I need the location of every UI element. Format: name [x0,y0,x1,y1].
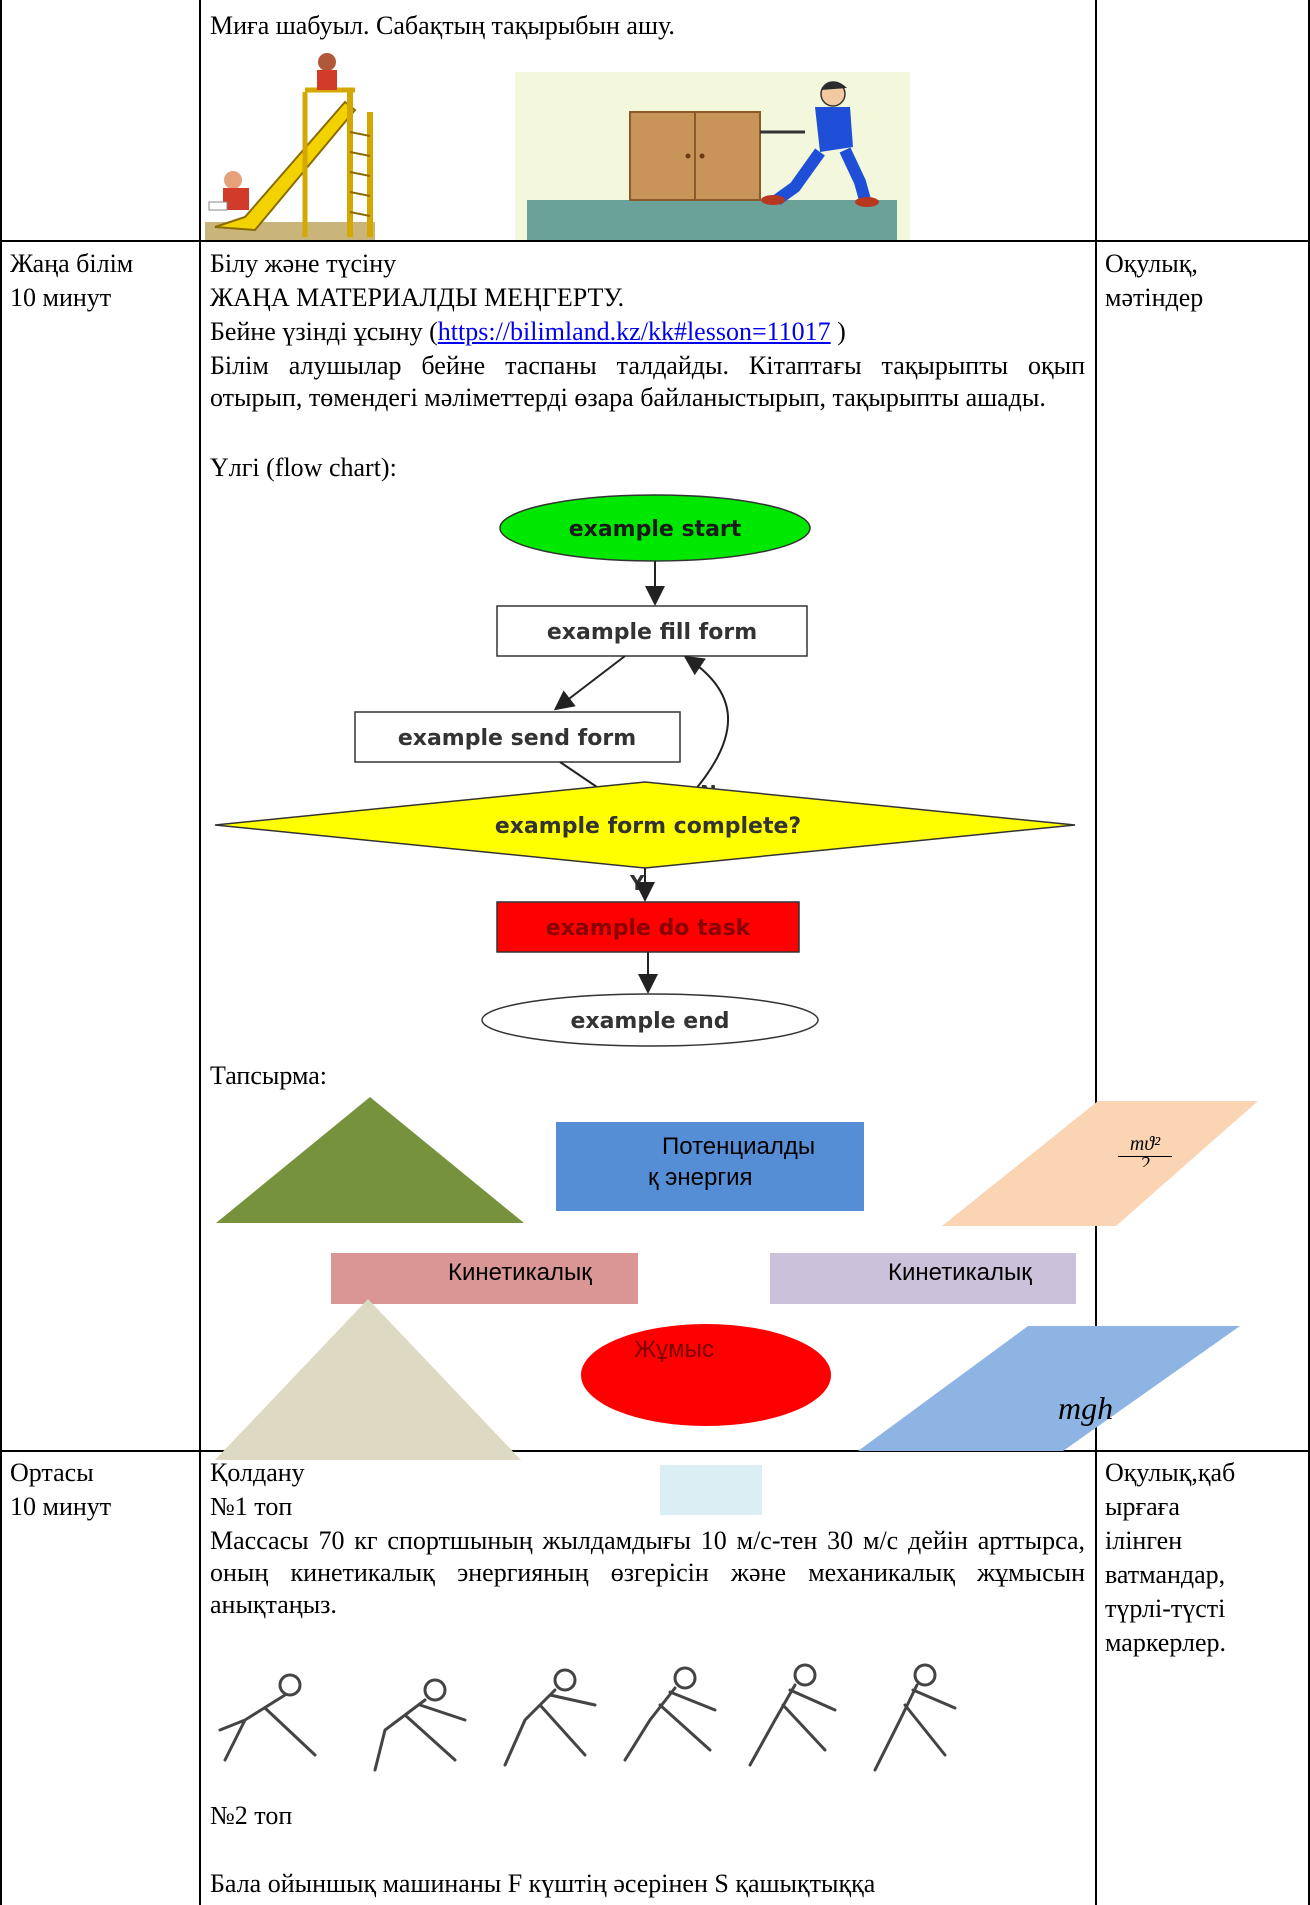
heading-know-understand: Білу және түсіну [210,249,397,278]
resources-mid-4: ватмандар, [1105,1560,1226,1589]
video-link[interactable]: https://bilimland.kz/kk#lesson=11017 [437,317,831,346]
potential-energy-box [556,1122,864,1211]
resources-new-line2: мәтіндер [1105,283,1204,312]
table-divider-2 [1095,0,1097,1905]
flow-decision-text: example form complete? [495,814,801,839]
flow-chart: example start example fill form example … [214,494,1076,1047]
table-border-left [0,0,2,1905]
brainstorm-title: Миға шабуыл. Сабақтың тақырыбын ашу. [210,11,675,40]
kinetic-box-pink [331,1253,638,1304]
video-prefix: Бейне үзінді ұсыну ( [210,317,438,346]
resources-mid-6: маркерлер. [1105,1628,1227,1657]
formula-mgh: mgh [1058,1390,1114,1426]
small-light-box [660,1465,762,1515]
flow-end-text: example end [570,1009,729,1034]
heading-apply: Қолдану [210,1458,305,1487]
group2-problem: Бала ойыншық машинаны F күштің әсерінен … [210,1869,876,1898]
stage-middle-duration: 10 минут [10,1492,112,1521]
group1-problem: Массасы 70 кг спортшының жылдамдығы 10 м… [210,1526,1085,1619]
task-label: Тапсырма: [210,1061,327,1090]
potential-label-2: қ энергия [648,1164,753,1191]
push-cabinet-illustration [515,72,910,240]
formula-fraction: mϑ² 2 [1118,1132,1172,1167]
video-line: Бейне үзінді ұсыну (https://bilimland.kz… [210,316,846,348]
runners-illustration [218,1663,957,1772]
kinetic-box-lilac [770,1253,1076,1304]
table-border-right [1308,0,1310,1905]
flow-send-node [354,711,681,763]
stage-new-knowledge: Жаңа білім [10,249,134,278]
peach-parallelogram [942,1101,1258,1226]
flow-start-text: example start [569,517,742,542]
group1-label: №1 топ [210,1492,293,1521]
blue-parallelogram [858,1326,1240,1451]
row-divider-1 [0,240,1310,242]
flow-decision-node [214,781,1076,869]
kinetic-label-a: Кинетикалық [448,1259,592,1286]
formula-numerator: mϑ² [1118,1132,1172,1157]
group2-label: №2 топ [210,1801,293,1830]
flow-fill-text: example fill form [547,620,757,645]
intro-paragraph: Білім алушылар бейне таспаны талдайды. К… [210,351,1085,412]
flow-send-text: example send form [398,726,636,751]
heading-new-material: ЖАҢА МАТЕРИАЛДЫ МЕҢГЕРТУ. [210,283,625,312]
formula-denominator: 2 [1118,1157,1172,1167]
work-label: Жұмыс [634,1336,714,1363]
green-triangle [216,1097,524,1223]
flow-task-node [496,901,800,953]
slide-illustration [205,53,375,240]
resources-mid-2: ырғаға [1105,1492,1180,1521]
kinetic-label-b: Кинетикалық [888,1259,1032,1286]
video-suffix: ) [830,317,846,346]
row-divider-2 [0,1450,1310,1452]
sample-label: Үлгі (flow chart): [210,453,397,482]
resources-new-line1: Оқулық, [1105,249,1198,278]
beige-triangle [215,1299,521,1460]
resources-mid-3: ілінген [1105,1526,1183,1555]
stage-middle: Ортасы [10,1458,94,1487]
table-divider-1 [199,0,201,1905]
stage-new-duration: 10 минут [10,283,112,312]
work-ellipse [581,1324,831,1426]
resources-mid-1: Оқулық,қаб [1105,1458,1236,1487]
flow-task-text: example do task [546,916,752,941]
task-shapes [215,1097,1258,1460]
flow-fill-node [496,605,808,657]
flow-yes-label: Y [629,871,645,895]
resources-mid-5: түрлі-түсті [1105,1594,1226,1623]
flow-end-node [481,993,819,1047]
potential-label-1: Потенциалды [662,1133,816,1160]
